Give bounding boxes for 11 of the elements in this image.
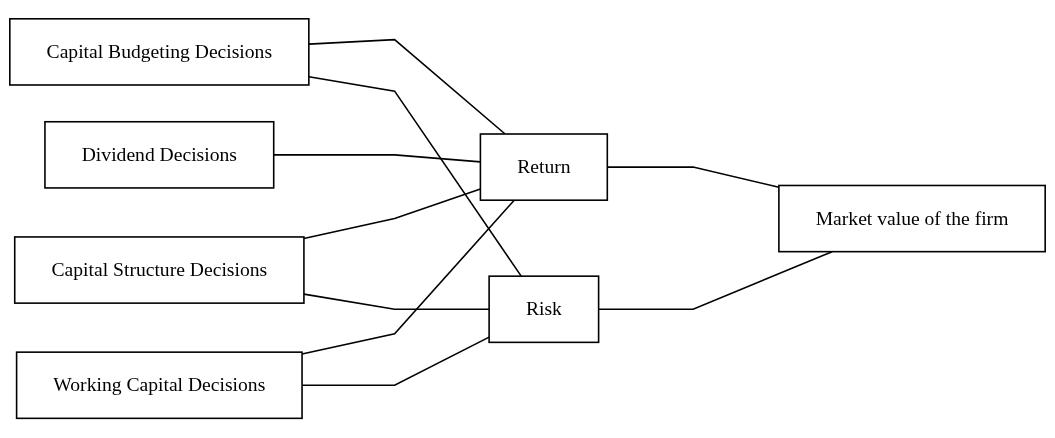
node-box: Return	[479, 133, 609, 202]
connector	[303, 293, 490, 311]
connector	[301, 199, 516, 356]
node-box: Dividend Decisions	[44, 121, 275, 190]
node-box: Market value of the firm	[778, 185, 1046, 253]
node-box: Capital Structure Decisions	[13, 236, 305, 305]
node-box: Risk	[488, 275, 600, 344]
connector	[308, 76, 523, 278]
connector	[308, 39, 506, 136]
node-box: Working Capital Decisions	[15, 351, 303, 420]
node-box: Capital Budgeting Decisions	[9, 18, 310, 87]
